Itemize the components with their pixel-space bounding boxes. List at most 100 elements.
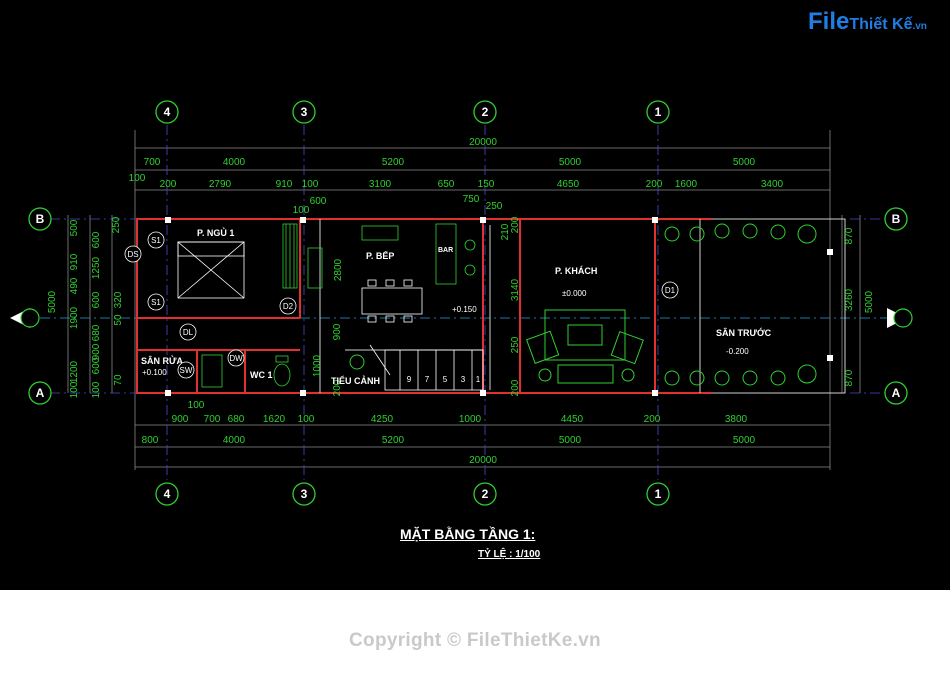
tag-circle <box>177 361 195 379</box>
tag-label: DL <box>183 328 194 337</box>
dim-inner: 200 <box>510 379 521 396</box>
room-labels: P. NGỦ 1 P. BẾP P. KHÁCH SÂN TRƯỚC SÂN R… <box>141 227 772 386</box>
drawing-title: MẶT BẰNG TẦNG 1: <box>400 526 536 542</box>
wardrobe <box>282 223 298 289</box>
tag-label: D1 <box>665 286 676 295</box>
dim-top2: 2790 <box>209 179 232 190</box>
tag-label: SW <box>180 366 193 375</box>
section-markers <box>10 308 913 328</box>
level-wash: +0.100 <box>142 368 167 377</box>
dim-left: 100 <box>91 381 102 398</box>
dim-top3: 750 <box>463 194 480 205</box>
dim-inner: 900 <box>332 323 343 340</box>
dim-inner: 3140 <box>510 278 521 301</box>
walls <box>136 218 712 394</box>
tag-label: D2 <box>283 302 294 311</box>
dim-right: 870 <box>844 369 855 386</box>
room-label-kitchen: P. BẾP <box>366 251 394 261</box>
axis-label-left-a: A <box>36 386 45 400</box>
dim-bot2: 5200 <box>382 435 405 446</box>
axis-label-top-3: 3 <box>301 105 308 119</box>
room-label-bedroom: P. NGỦ 1 <box>197 227 234 238</box>
level-living: ±0.000 <box>562 289 587 298</box>
wc-fixtures <box>201 354 291 388</box>
dim-bot1: 3800 <box>725 414 748 425</box>
dim-bot1: 680 <box>228 414 245 425</box>
copyright-text: Copyright © FileThietKe.vn <box>349 630 601 651</box>
tag-circle <box>147 293 165 311</box>
dim-inner: 2800 <box>333 258 344 281</box>
dim-top3: 250 <box>486 201 503 212</box>
tag-circle <box>661 281 679 299</box>
dim-right-total: 5000 <box>864 290 875 313</box>
dim-inner: 200 <box>510 216 521 233</box>
dim-right: 870 <box>844 227 855 244</box>
tag-circle <box>147 231 165 249</box>
dim-top1: 700 <box>144 157 161 168</box>
dim-inner: 200 <box>332 379 343 396</box>
tag-label: S1 <box>151 298 161 307</box>
dim-top2: 1600 <box>675 179 698 190</box>
room-label-wash-yard: SÂN RỬA <box>141 355 183 366</box>
room-label-light-well: TIỂU CẢNH <box>331 375 380 386</box>
footer-area <box>0 590 950 675</box>
dim-left: 320 <box>113 291 124 308</box>
axis-label-top-4: 4 <box>164 105 171 119</box>
dim-total-bottom: 20000 <box>469 455 497 466</box>
dim-top3: 600 <box>310 196 327 207</box>
dim-bot2: 5000 <box>559 435 582 446</box>
dim-top2: 100 <box>302 179 319 190</box>
stairs <box>369 344 484 391</box>
dim-left: 600 <box>91 291 102 308</box>
level-yard: -0.200 <box>726 347 749 356</box>
dim-top2: 200 <box>160 179 177 190</box>
tag-circle <box>279 297 297 315</box>
dim-bot1: 100 <box>188 400 205 411</box>
dim-inner: 210 <box>500 223 511 240</box>
dim-top2: 4650 <box>557 179 580 190</box>
axis-label-top-2: 2 <box>482 105 489 119</box>
dim-top2: 200 <box>646 179 663 190</box>
dim-left: 250 <box>111 216 122 233</box>
dim-left: 600 <box>91 357 102 374</box>
dim-bot1: 200 <box>644 414 661 425</box>
room-label-front-yard: SÂN TRƯỚC <box>716 327 772 338</box>
room-label-wc: WC 1 <box>250 370 273 380</box>
dim-bot1: 100 <box>298 414 315 425</box>
dim-top3: 100 <box>129 173 146 184</box>
columns <box>165 217 833 396</box>
axis-bubble-labels: 4 3 2 1 4 3 2 1 B A B A <box>36 105 901 501</box>
dim-right: 3260 <box>844 288 855 311</box>
dim-left-total: 5000 <box>47 290 58 313</box>
dim-bot1: 700 <box>204 414 221 425</box>
dim-top2: 650 <box>438 179 455 190</box>
dim-top2: 3400 <box>761 179 784 190</box>
axis-label-right-b: B <box>892 212 901 226</box>
axis-label-top-1: 1 <box>655 105 662 119</box>
axis-bubbles <box>28 100 908 506</box>
dim-bot1: 900 <box>172 414 189 425</box>
sofa-set <box>525 309 644 384</box>
tag-circle <box>124 245 142 263</box>
site-logo: FileThiết Kế.vn <box>808 8 927 40</box>
dim-top2: 910 <box>276 179 293 190</box>
dim-left: 1250 <box>91 256 102 279</box>
dim-inner: 250 <box>510 336 521 353</box>
tag-circle <box>227 349 245 367</box>
logo-file-text: File <box>808 8 850 35</box>
dim-top1: 5000 <box>733 157 756 168</box>
dim-top3: 100 <box>293 205 310 216</box>
tag-label: S1 <box>151 236 161 245</box>
axis-label-bottom-2: 2 <box>482 487 489 501</box>
dim-top2: 3100 <box>369 179 392 190</box>
dim-bot2: 5000 <box>733 435 756 446</box>
dim-left: 910 <box>69 253 80 270</box>
room-label-bar: BAR <box>438 247 453 254</box>
stair-number: 1 <box>476 375 481 384</box>
axis-label-bottom-4: 4 <box>164 487 171 501</box>
dim-left: 900 <box>91 343 102 360</box>
level-labels: +0.150 ±0.000 -0.200 +0.100 <box>142 289 749 377</box>
